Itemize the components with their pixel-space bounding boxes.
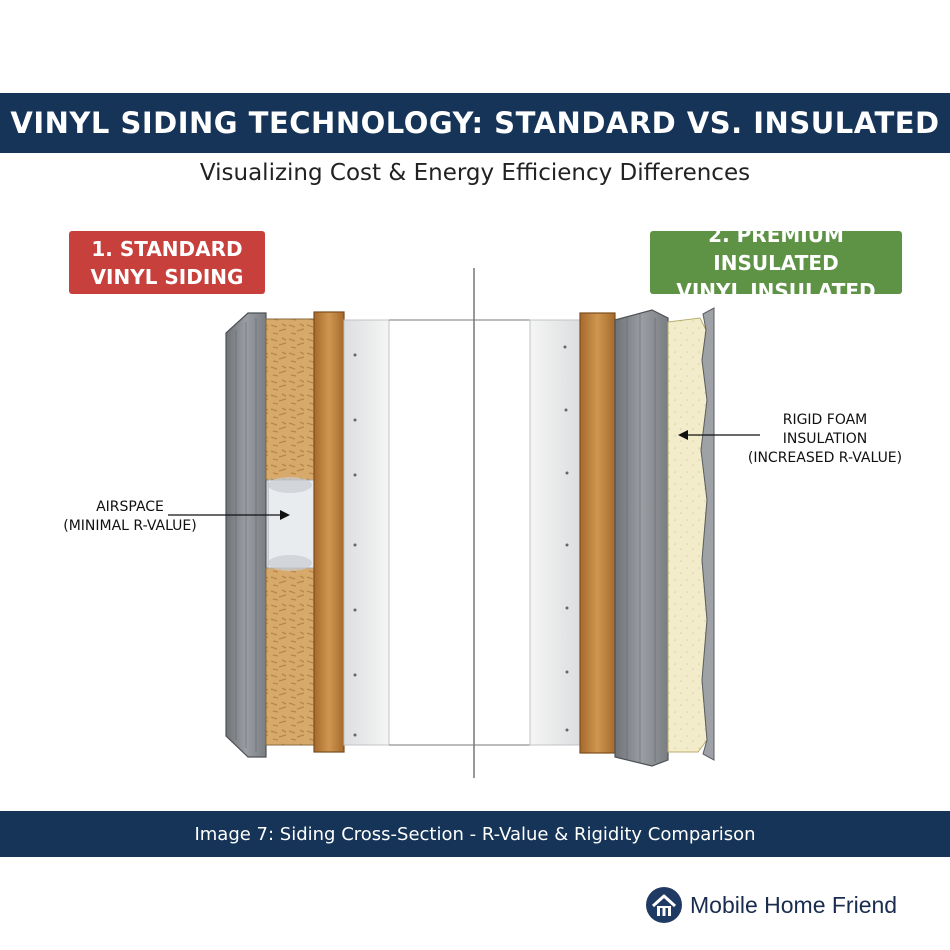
- page-subtitle: Visualizing Cost & Energy Efficiency Dif…: [199, 160, 751, 186]
- insulated-label-line-1: 2. PREMIUM INSULATED: [708, 222, 844, 275]
- house-logo-icon: [646, 887, 682, 923]
- foam-annotation: RIGID FOAM INSULATION (INCREASED R-VALUE…: [735, 411, 915, 468]
- insulated-siding-label: 2. PREMIUM INSULATED VINYL INSULATED: [650, 223, 902, 303]
- foam-arrow-head: [678, 430, 688, 440]
- wood-stud-left: [313, 311, 345, 753]
- insulated-vinyl-siding-panel: [614, 309, 669, 767]
- rigid-foam-insulation: [667, 317, 708, 753]
- airspace-annotation-line-2: (MINIMAL R-VALUE): [63, 518, 197, 534]
- standard-label-line-1: 1. STANDARD: [91, 236, 243, 261]
- brand-logo: Mobile Home Friend: [644, 884, 897, 926]
- drywall-left: [343, 319, 390, 746]
- figure-caption: Image 7: Siding Cross-Section - R-Value …: [194, 823, 756, 845]
- airspace-annotation-line-1: AIRSPACE: [96, 499, 164, 515]
- outer-vinyl-skin: [700, 307, 715, 761]
- wood-stud-right: [579, 312, 616, 754]
- title-banner: VINYL SIDING TECHNOLOGY: STANDARD VS. IN…: [0, 93, 950, 153]
- brand-name: Mobile Home Friend: [690, 891, 898, 918]
- foam-annotation-line-1: RIGID FOAM: [782, 412, 868, 428]
- caption-banner: Image 7: Siding Cross-Section - R-Value …: [0, 811, 950, 857]
- standard-label-line-2: VINYL SIDING: [90, 264, 244, 289]
- airspace-arrow-head: [280, 510, 290, 520]
- insulated-label-line-2: VINYL INSULATED: [676, 278, 876, 303]
- osb-sheathing-upper: [265, 318, 315, 481]
- foam-annotation-line-3: (INCREASED R-VALUE): [747, 450, 903, 466]
- airspace-annotation: AIRSPACE (MINIMAL R-VALUE): [50, 498, 210, 536]
- drywall-right: [529, 319, 581, 746]
- page-title: VINYL SIDING TECHNOLOGY: STANDARD VS. IN…: [10, 106, 940, 140]
- standard-siding-label: 1. STANDARD VINYL SIDING: [69, 231, 265, 294]
- foam-annotation-line-2: INSULATION: [782, 431, 868, 447]
- airspace-gap: [267, 479, 315, 569]
- osb-sheathing-lower: [265, 567, 315, 746]
